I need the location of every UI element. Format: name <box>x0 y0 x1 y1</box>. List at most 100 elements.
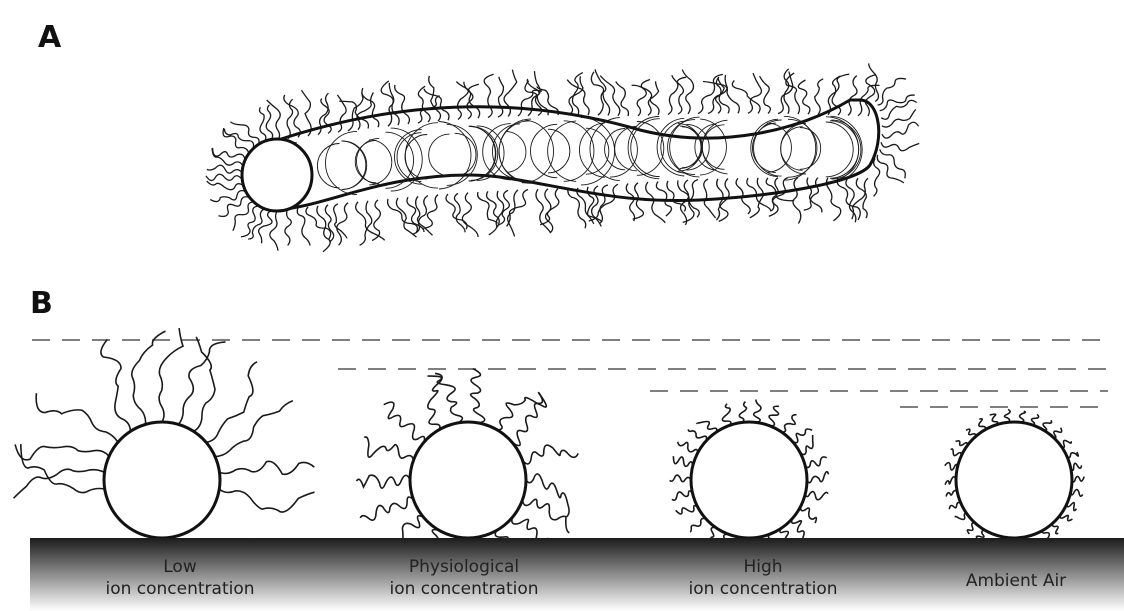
fiber-inner-chain <box>356 138 379 184</box>
brush-chain <box>15 444 109 459</box>
brush-chain <box>800 435 813 454</box>
fiber-inner-chain <box>686 124 709 170</box>
fiber-chain <box>760 76 771 113</box>
fiber-inner-chain <box>455 133 476 176</box>
brush-chain <box>945 477 956 485</box>
brush-chain <box>523 499 570 533</box>
brush-chain <box>36 393 118 442</box>
fiber-inner-chain <box>695 124 717 171</box>
particle-ambient-air-core <box>956 422 1072 538</box>
fiber-chain <box>784 69 789 114</box>
fiber-chain <box>648 81 659 115</box>
caption-high: High ion concentration <box>633 556 893 600</box>
fiber-inner-chain <box>326 131 358 194</box>
fiber-chain <box>260 107 266 141</box>
fiber-chain <box>504 70 517 117</box>
brush-chain <box>101 339 130 431</box>
brush-chain <box>782 415 797 433</box>
brush-chain <box>220 461 315 474</box>
fiber-chain <box>880 95 915 111</box>
fiber-chain <box>284 95 300 137</box>
brush-chain <box>800 507 816 523</box>
brush-chain <box>215 401 293 457</box>
brush-chain <box>792 519 804 539</box>
particle-ambient-air <box>945 409 1084 541</box>
brush-chain <box>807 472 829 483</box>
fiber-chain <box>489 191 504 235</box>
brush-chain <box>688 429 706 441</box>
fiber-chain <box>633 183 644 219</box>
caption-high-line2: ion concentration <box>633 578 893 600</box>
brush-chain <box>526 474 569 517</box>
brush-chain <box>1004 409 1010 422</box>
fiber-chain <box>568 188 586 228</box>
brush-chain <box>219 489 314 512</box>
fiber-chain <box>266 105 272 140</box>
brush-chain <box>805 457 826 468</box>
brush-chain <box>670 475 691 482</box>
fiber-inner-chain <box>342 141 366 190</box>
fiber-chain <box>815 79 824 115</box>
brush-chain <box>1072 476 1084 481</box>
brush-chain <box>955 514 967 520</box>
fiber-inner-chain <box>471 127 498 181</box>
caption-physiological-line1: Physiological <box>334 556 594 578</box>
brush-chain <box>384 402 425 443</box>
particle-physiological-core <box>410 422 526 538</box>
fiber-chain <box>429 76 441 121</box>
fiber-chain <box>848 76 857 116</box>
brush-chain <box>1043 420 1052 430</box>
fiber-inner-chain <box>628 117 659 179</box>
fiber-chain <box>395 85 410 124</box>
fiber-inner-chain <box>579 123 605 178</box>
fiber-chain <box>454 193 465 232</box>
fiber-chain <box>356 202 385 241</box>
particle-high <box>670 400 829 556</box>
brush-chain <box>769 406 779 426</box>
brush-chain <box>946 491 957 497</box>
fiber-chain <box>732 81 760 114</box>
brush-chain <box>194 337 215 432</box>
fiber-chain <box>337 95 346 132</box>
fiber-chain <box>241 206 259 237</box>
fiber-chain <box>207 181 243 190</box>
fiber-inner-chain <box>343 141 367 189</box>
brush-chain <box>512 393 546 446</box>
fiber-cross-section <box>242 139 312 211</box>
caption-ambient-air: Ambient Air <box>886 570 1124 592</box>
fiber-inner-chain <box>429 134 450 176</box>
brush-chain <box>1032 414 1039 425</box>
fiber-chain <box>646 182 666 223</box>
brush-chain <box>805 492 828 500</box>
fiber-brush-chains <box>206 63 919 251</box>
caption-low: Low ion concentration <box>50 556 310 600</box>
fiber-inner-chain <box>826 122 853 177</box>
brush-chain <box>1020 411 1026 422</box>
fiber-chain <box>206 174 241 180</box>
fiber-chain <box>210 191 245 202</box>
fiber-inner-chain <box>369 140 392 185</box>
fiber-chain <box>766 178 794 201</box>
caption-ambient-air-line: Ambient Air <box>886 570 1124 592</box>
fiber-chain <box>418 86 430 122</box>
fiber-inner-chain <box>564 121 594 182</box>
brush-chain <box>1053 428 1062 438</box>
fiber-chain <box>270 210 278 251</box>
brush-chain <box>676 506 698 514</box>
brush-chain <box>1053 523 1059 534</box>
fiber-chain <box>484 74 493 117</box>
panel-a-label: A <box>38 20 61 55</box>
brush-chain <box>357 475 411 488</box>
fiber-chain <box>881 142 919 151</box>
brush-chain <box>523 445 579 464</box>
caption-physiological: Physiological ion concentration <box>334 556 594 600</box>
fiber-inner-chain <box>507 132 526 173</box>
brush-height-dashed-lines <box>32 340 1108 407</box>
fiber-chain <box>248 209 265 239</box>
fiber-inner-chain <box>678 124 702 172</box>
fiber-chain <box>207 165 241 173</box>
fiber-chain <box>878 78 907 105</box>
fiber-chain <box>874 159 880 197</box>
particle-low <box>14 328 315 538</box>
